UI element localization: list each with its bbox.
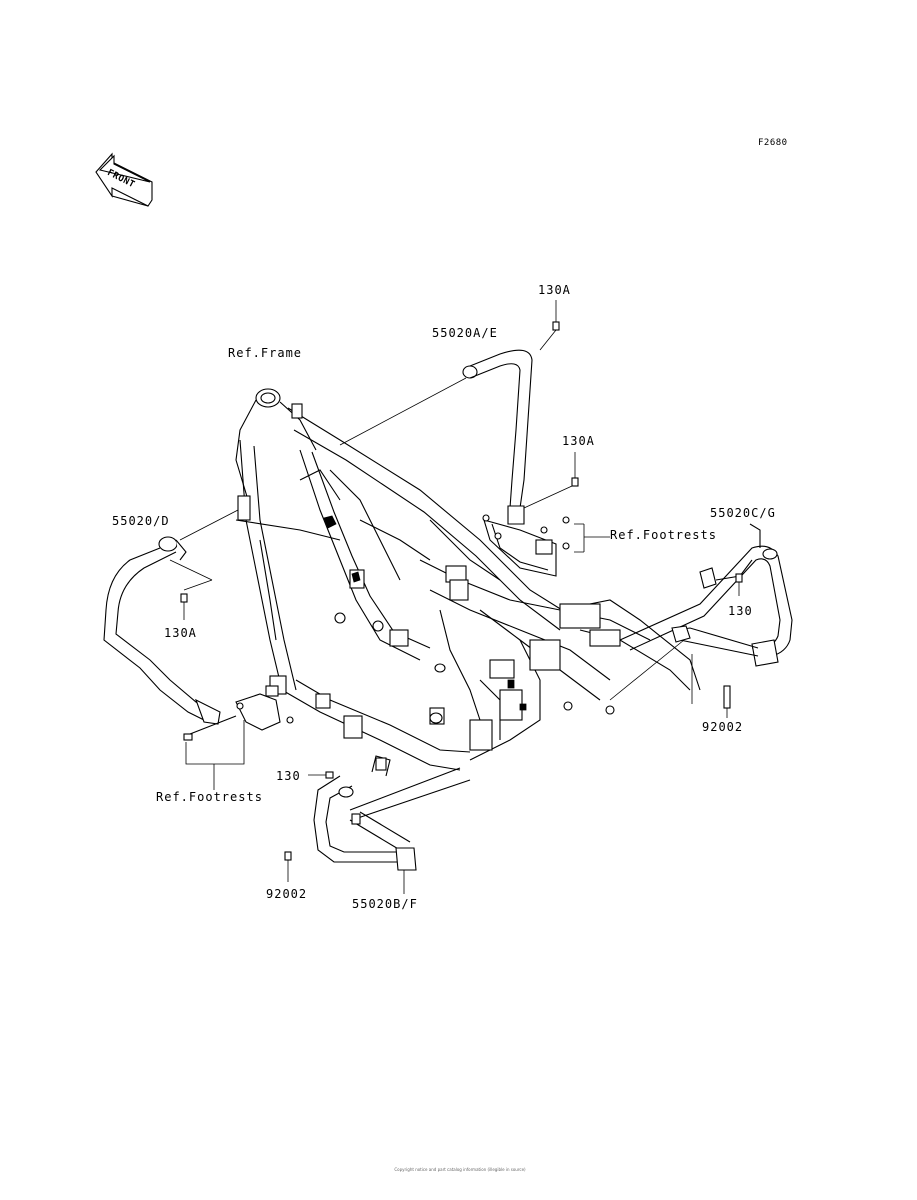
label-55020AE: 55020A/E — [432, 326, 498, 340]
front-arrow-icon — [95, 152, 153, 207]
label-ref-frame: Ref.Frame — [228, 346, 303, 360]
label-55020CG: 55020C/G — [710, 506, 776, 520]
label-92002-left: 92002 — [266, 887, 308, 901]
label-ref-footrests-left: Ref.Footrests — [156, 790, 263, 804]
guard-55020AE — [462, 349, 533, 525]
leader-130A-left — [169, 559, 213, 620]
label-130A-mid: 130A — [562, 434, 595, 448]
label-130A-left: 130A — [164, 626, 197, 640]
label-130-right: 130 — [728, 604, 753, 618]
figure-code: F2680 — [758, 138, 788, 148]
label-92002-right: 92002 — [702, 720, 744, 734]
footrest-bracket-right — [482, 514, 610, 577]
footrest-bracket-left — [183, 685, 294, 790]
bolt-130A-top — [539, 300, 560, 351]
bolt-92002-right — [691, 654, 731, 718]
guard-55020CG — [609, 523, 793, 701]
bolt-92002-left — [284, 851, 292, 882]
footer-line-1: Copyright notice and part catalog inform… — [394, 1167, 526, 1172]
guard-55020D — [103, 509, 239, 725]
bolt-130-left — [308, 771, 334, 779]
guard-55020BF — [313, 755, 471, 894]
bolt-130A-mid — [523, 452, 579, 509]
label-55020D: 55020/D — [112, 514, 170, 528]
copyright-footer: Copyright notice and part catalog inform… — [300, 1167, 620, 1172]
label-130A-top: 130A — [538, 283, 571, 297]
leader-55020AE — [339, 377, 467, 446]
motorcycle-frame — [235, 388, 701, 771]
label-130-left: 130 — [276, 769, 301, 783]
label-ref-footrests-right: Ref.Footrests — [610, 528, 717, 542]
label-55020BF: 55020B/F — [352, 897, 418, 911]
